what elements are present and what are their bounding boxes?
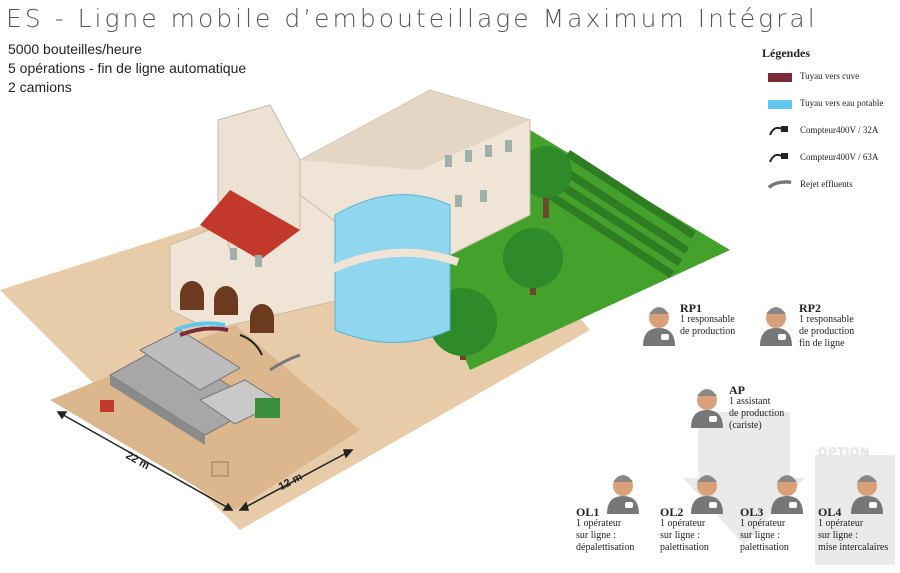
legend-item-meter-63a: Compteur400V / 63A: [762, 150, 896, 177]
page-title: ES - Ligne mobile d’embouteillage Maximu…: [6, 4, 818, 33]
legend-item-effluents: Rejet effluents: [762, 177, 896, 204]
pipes: [174, 321, 301, 372]
operator-avatar-icon: [691, 389, 723, 428]
operator-avatar-icon: [771, 475, 803, 514]
vineyard: [535, 150, 696, 278]
spec-trucks: 2 camions: [8, 79, 72, 95]
legend-item-tank-pipe: Tuyau vers cuve: [762, 69, 896, 96]
option-label: OPTION: [818, 445, 871, 459]
power-cable-icon: [769, 153, 788, 163]
water-pipe-swatch: [768, 100, 792, 109]
red-roof: [200, 190, 300, 260]
legend-item-water-pipe: Tuyau vers eau potable: [762, 96, 896, 123]
estate-house: [169, 89, 531, 343]
power-cable-icon: [769, 126, 788, 136]
glass-rotunda: [334, 194, 451, 343]
operator-avatar-icon: [691, 475, 723, 514]
legend-title: Légendes: [762, 46, 810, 60]
tank-pipe-swatch: [768, 73, 792, 82]
dimension-lines: [56, 411, 354, 511]
operator-avatar-icon: [643, 307, 675, 346]
operator-avatar-icon: [607, 475, 639, 514]
operator-avatar-icon: [851, 475, 883, 514]
spec-capacity: 5000 bouteilles/heure: [8, 41, 142, 57]
legend-item-meter-32a: Compteur400V / 32A: [762, 123, 896, 150]
legend: Légendes Tuyau vers cuve Tuyau vers eau …: [762, 46, 896, 204]
specs: 5000 bouteilles/heure 5 opérations - fin…: [8, 40, 246, 97]
spec-operations: 5 opérations - fin de ligne automatique: [8, 60, 247, 76]
operator-avatar-icon: [760, 307, 792, 346]
drain-hose-icon: [768, 180, 792, 189]
bottling-machinery: [100, 329, 282, 477]
